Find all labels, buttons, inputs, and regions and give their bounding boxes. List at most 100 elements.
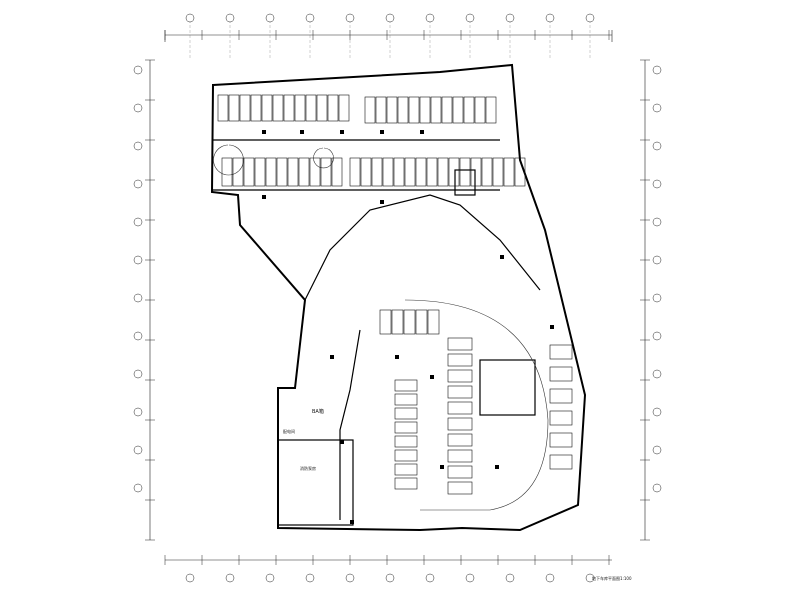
axis-bubble: [305, 573, 315, 583]
column: [300, 130, 304, 134]
column: [262, 195, 266, 199]
parking-stall: [250, 94, 262, 122]
parking-stall: [419, 96, 431, 124]
parking-stall: [437, 157, 449, 187]
parking-stall: [379, 309, 392, 335]
column: [340, 440, 344, 444]
axis-bubble: [133, 141, 143, 151]
axis-bubble: [133, 293, 143, 303]
parking-stall: [394, 393, 418, 406]
parking-stall: [470, 157, 482, 187]
axis-bubble: [652, 217, 662, 227]
parking-stall: [305, 94, 317, 122]
ramp-curves: [213, 144, 549, 511]
parking-stall: [441, 96, 453, 124]
parking-stall: [404, 157, 416, 187]
parking-stall: [474, 96, 486, 124]
axis-bubble: [133, 179, 143, 189]
column: [340, 130, 344, 134]
parking-stall: [298, 157, 310, 187]
gridlines: [189, 20, 591, 58]
axis-bubble: [585, 573, 595, 583]
inner-walls: [213, 139, 541, 526]
parking-stall: [459, 157, 471, 187]
axis-bubble: [465, 13, 475, 23]
axis-bubble: [133, 369, 143, 379]
parking-stall: [338, 94, 350, 122]
parking-stall: [447, 353, 473, 367]
parking-stall: [492, 157, 504, 187]
parking-stall: [448, 157, 460, 187]
axis-bubble: [185, 13, 195, 23]
parking-stall: [549, 344, 573, 360]
axis-bubble: [652, 331, 662, 341]
structural-columns: [262, 130, 554, 524]
parking-stall: [394, 463, 418, 476]
parking-stall: [276, 157, 288, 187]
parking-stall: [415, 309, 428, 335]
axis-bubble: [505, 13, 515, 23]
axis-bubble: [345, 573, 355, 583]
parking-stall: [375, 96, 387, 124]
parking-stall: [228, 94, 240, 122]
parking-stall: [331, 157, 343, 187]
column: [395, 355, 399, 359]
axis-bubble: [385, 573, 395, 583]
parking-stall: [217, 94, 229, 122]
parking-stall: [463, 96, 475, 124]
parking-stall: [403, 309, 416, 335]
parking-stall: [447, 337, 473, 351]
column: [550, 325, 554, 329]
column: [262, 130, 266, 134]
axis-bubble: [133, 103, 143, 113]
axis-bubble: [133, 65, 143, 75]
column: [430, 375, 434, 379]
parking-stall: [427, 309, 440, 335]
axis-bubble: [505, 573, 515, 583]
column: [500, 255, 504, 259]
parking-stall: [394, 477, 418, 490]
axis-bubble: [265, 13, 275, 23]
parking-stall: [254, 157, 266, 187]
dimension-ticks: [145, 30, 650, 565]
parking-stall: [430, 96, 442, 124]
parking-stall: [391, 309, 404, 335]
parking-stall: [426, 157, 438, 187]
parking-stall: [549, 388, 573, 404]
axis-bubble: [133, 483, 143, 493]
parking-stall: [447, 433, 473, 447]
parking-stall: [272, 94, 284, 122]
parking-stall: [320, 157, 332, 187]
room-label-pump: 消防泵房: [300, 465, 316, 471]
axis-bubble: [225, 13, 235, 23]
axis-bubble: [133, 255, 143, 265]
parking-stall: [503, 157, 515, 187]
parking-stall: [514, 157, 526, 187]
parking-stall: [394, 407, 418, 420]
parking-stall: [243, 157, 255, 187]
parking-stall: [309, 157, 321, 187]
parking-stall: [549, 432, 573, 448]
parking-stall: [447, 417, 473, 431]
parking-stall: [382, 157, 394, 187]
axis-bubble: [652, 141, 662, 151]
axis-bubble: [652, 445, 662, 455]
axis-bubble: [545, 573, 555, 583]
parking-stall: [316, 94, 328, 122]
parking-stall: [239, 94, 251, 122]
axis-bubble: [652, 179, 662, 189]
axis-bubble: [585, 13, 595, 23]
parking-stall: [393, 157, 405, 187]
axis-bubble: [652, 407, 662, 417]
parking-stall: [447, 481, 473, 495]
parking-stall: [232, 157, 244, 187]
parking-stall: [294, 94, 306, 122]
parking-stall: [415, 157, 427, 187]
room-label-ba: BA箱: [312, 408, 324, 415]
drawing-caption: 地下车库平面图1:100: [592, 575, 632, 581]
axis-bubble: [185, 573, 195, 583]
axis-bubble: [652, 103, 662, 113]
axis-bubble: [425, 573, 435, 583]
parking-stall: [481, 157, 493, 187]
